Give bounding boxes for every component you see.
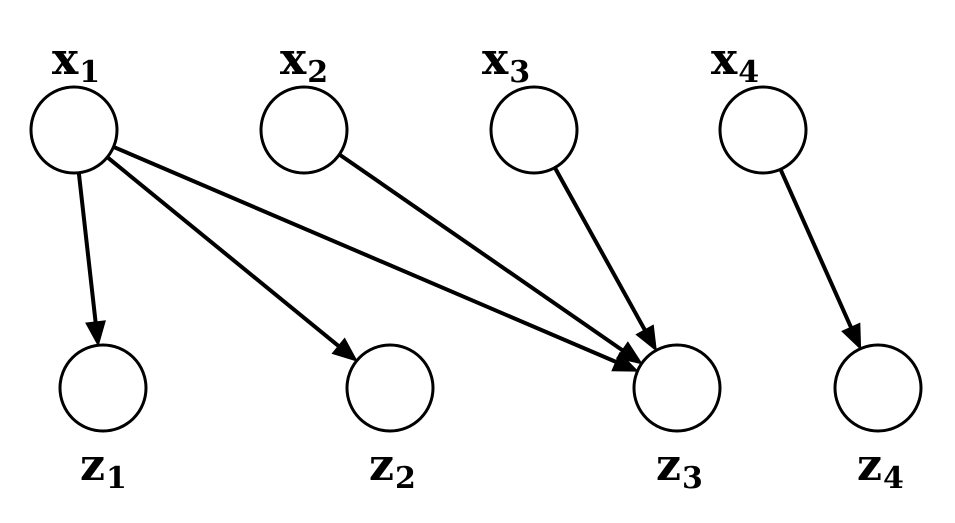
label-x2: x2: [280, 34, 328, 90]
label-subscript: 2: [395, 461, 416, 496]
node-z1: [58, 343, 148, 433]
label-subscript: 1: [79, 55, 100, 90]
label-base: z: [656, 440, 681, 491]
label-x1: x1: [52, 34, 100, 90]
arrowhead: [85, 320, 106, 347]
arrowhead: [841, 322, 862, 351]
arrowhead: [331, 337, 358, 362]
label-subscript: 1: [106, 461, 127, 496]
node-x1: [29, 85, 119, 175]
label-base: x: [52, 34, 79, 85]
label-base: x: [711, 34, 738, 85]
label-x4: x4: [711, 34, 759, 90]
label-subscript: 4: [883, 461, 904, 496]
edge-line: [338, 152, 628, 355]
label-subscript: 4: [738, 55, 759, 90]
label-base: z: [369, 440, 394, 491]
edge-x1-z2: [106, 155, 358, 362]
edge-line: [112, 145, 621, 366]
edge-line: [106, 155, 344, 351]
node-x2: [259, 85, 349, 175]
arrowhead: [615, 341, 643, 365]
label-base: z: [80, 440, 105, 491]
edge-line: [553, 166, 649, 335]
node-z4: [833, 343, 923, 433]
label-z4: z4: [857, 440, 904, 496]
label-base: x: [482, 34, 509, 85]
label-z3: z3: [656, 440, 703, 496]
arrowhead: [635, 324, 657, 352]
label-subscript: 3: [509, 55, 530, 90]
label-base: x: [280, 34, 307, 85]
label-x3: x3: [482, 34, 530, 90]
edge-x4-z4: [778, 168, 862, 351]
edges-layer: [76, 145, 862, 372]
label-z2: z2: [369, 440, 416, 496]
label-base: z: [857, 440, 882, 491]
label-subscript: 2: [307, 55, 328, 90]
edge-line: [778, 168, 855, 333]
node-z2: [345, 343, 435, 433]
nodes-layer: [29, 85, 923, 433]
label-z1: z1: [80, 440, 127, 496]
node-x4: [718, 85, 808, 175]
label-subscript: 3: [682, 461, 703, 496]
node-z3: [632, 343, 722, 433]
edge-line: [76, 172, 99, 327]
edge-x1-z1: [76, 172, 106, 347]
edge-x2-z3: [338, 152, 643, 365]
edge-x3-z3: [553, 166, 657, 352]
node-x3: [489, 85, 579, 175]
